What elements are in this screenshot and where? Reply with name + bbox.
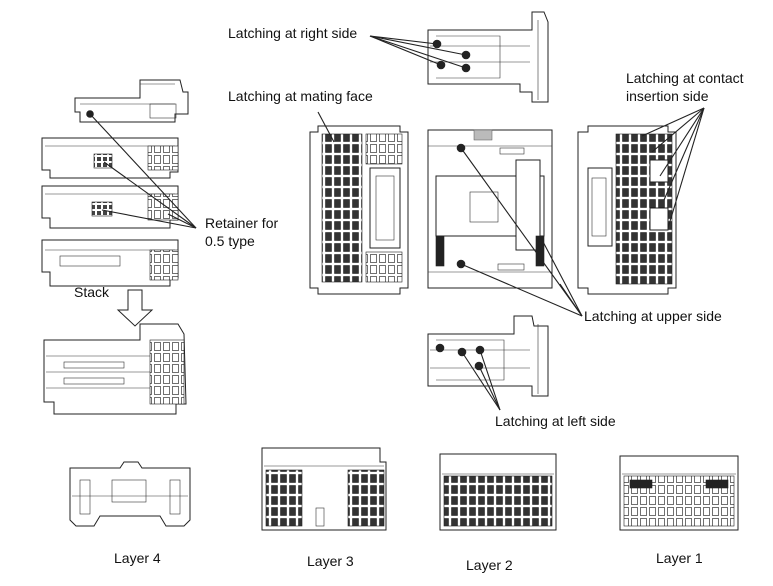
- stack-layer-piece-4: [41, 239, 179, 287]
- mating-face-view: [309, 111, 409, 295]
- latching-contact-label-line1: Latching at contact: [626, 70, 744, 86]
- layer-1-label: Layer 1: [656, 550, 703, 566]
- layer-1-drawing: [619, 455, 739, 531]
- latching-right-side-label: Latching at right side: [228, 25, 358, 41]
- right-side-view: [369, 11, 549, 103]
- retainer-leader-lines: [89, 113, 197, 229]
- layer-2-label: Layer 2: [466, 557, 513, 573]
- stacked-assembly: [43, 323, 187, 415]
- latching-mating-face-label: Latching at mating face: [228, 88, 373, 104]
- latching-upper-side-label: Latching at upper side: [584, 308, 722, 324]
- stack-layer-piece-2: [41, 137, 179, 179]
- stack-label: Stack: [74, 284, 110, 300]
- left-side-view: [427, 315, 549, 411]
- layer-2-drawing: [439, 453, 557, 531]
- retainer-label-line2: 0.5 type: [205, 233, 255, 249]
- latching-contact-label-line2: insertion side: [626, 88, 709, 104]
- latching-left-side-label: Latching at left side: [495, 413, 616, 429]
- upper-side-leader-lines: [460, 147, 583, 317]
- upper-side-view: [427, 129, 553, 289]
- layer-4-drawing: [69, 461, 191, 527]
- retainer-label-line1: Retainer for: [205, 215, 279, 231]
- layer-4-label: Layer 4: [114, 550, 161, 566]
- stack-arrow: [116, 289, 154, 327]
- layer-3-drawing: [261, 447, 387, 531]
- stack-layer-piece-3: [41, 185, 179, 229]
- layer-3-label: Layer 3: [307, 553, 354, 569]
- contact-insertion-side-view: [577, 107, 705, 295]
- exploded-layer-stack: [41, 79, 197, 327]
